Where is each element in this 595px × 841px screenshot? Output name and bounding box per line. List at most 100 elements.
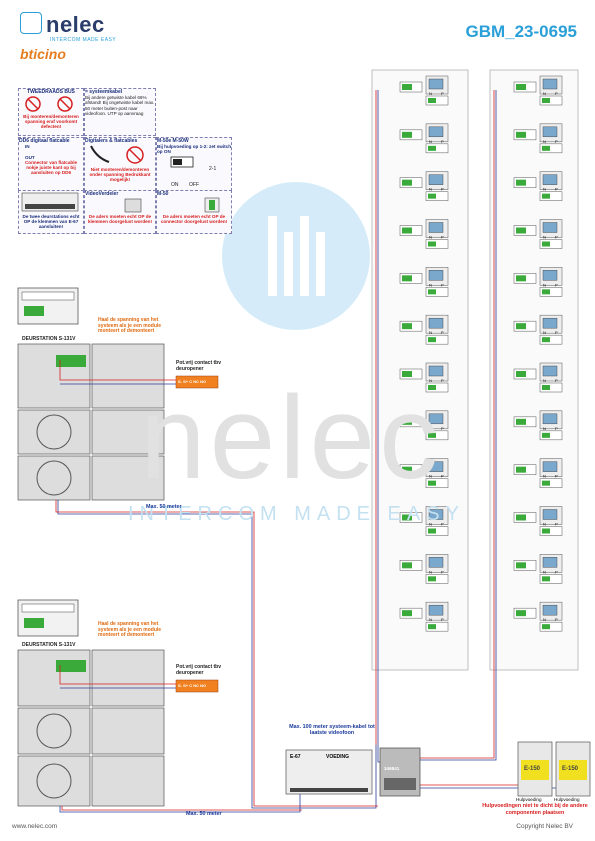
- terminal-n-label: N: [543, 91, 546, 96]
- power-model-label: E-67: [290, 754, 301, 760]
- m50-off-label: OFF: [189, 182, 199, 188]
- m50-21-label: 2-1: [209, 166, 217, 172]
- legend-m50b-box: M-50 De aders moeten echt OP de connecto…: [156, 190, 232, 234]
- terminal-n-label: N: [429, 235, 432, 240]
- legend-video-note: De aders moeten echt OP de klemmen doorg…: [87, 214, 153, 225]
- legend-dd6-out: OUT: [25, 155, 35, 160]
- legend-cable-title: = systeemkabel: [85, 89, 123, 95]
- legend-dd6-note: Connector van flatcable nokje juiste kan…: [24, 160, 78, 176]
- station-2-contact-label: Pot.vrij contact tbv deuropener: [176, 664, 222, 676]
- relay-module-2: [175, 679, 219, 693]
- brand-name: nelec: [46, 12, 105, 37]
- terminal-n-label: N: [543, 330, 546, 335]
- watermark-logo-circle: [222, 182, 370, 330]
- terminal-n-label: N: [543, 569, 546, 574]
- terminal-p-label: P: [555, 474, 558, 479]
- terminal-p-label: P: [441, 139, 444, 144]
- psu-2-model: E-150: [562, 766, 579, 772]
- cable-length-bottom: Max. 50 meter: [186, 811, 222, 817]
- legend-dd6-box: DD6 digitaal flatcable IN OUT Connector …: [18, 137, 84, 191]
- m50-on-label: ON: [171, 182, 179, 188]
- legend-flatcable-note: Niet monteren/demonteren onder spanning …: [89, 167, 151, 183]
- watermark-logo-mark: [268, 216, 325, 296]
- m50-switch-icon: [170, 156, 194, 168]
- terminal-n-label: N: [543, 522, 546, 527]
- terminal-p-label: P: [555, 330, 558, 335]
- footer-copyright: Copyright Nelec BV: [516, 823, 573, 830]
- no-touch-icon: [25, 96, 73, 112]
- door-station-1-panel: [17, 287, 165, 501]
- terminal-p-label: P: [555, 617, 558, 622]
- terminal-p-label: P: [555, 282, 558, 287]
- terminal-p-label: P: [555, 426, 558, 431]
- terminal-p-label: P: [441, 187, 444, 192]
- station-1-terminals: S- S+ C NC NO: [178, 379, 207, 384]
- relay-module-1: [175, 375, 219, 389]
- legend-deur-note: De twee deurstations echt OP de klemmen …: [22, 214, 80, 230]
- terminal-p-label: P: [555, 235, 558, 240]
- power-supply-e67: [285, 749, 373, 795]
- video-distributor-icon: [124, 198, 142, 213]
- flatcable-warning-icon: [90, 145, 144, 164]
- psu-placement-note: Hulpvoedingen niet te dicht bij de ander…: [482, 803, 588, 816]
- terminal-p-label: P: [555, 378, 558, 383]
- brand-logo-icon: [20, 12, 42, 34]
- legend-m50b-note: De aders moeten echt OP de connector doo…: [160, 214, 228, 225]
- terminal-n-label: N: [543, 187, 546, 192]
- terminal-n-label: N: [429, 474, 432, 479]
- riser-column-2: [489, 69, 579, 700]
- legend-cable-box: = systeemkabel Bij andere getwiste kabel…: [84, 88, 156, 136]
- terminal-n-label: N: [429, 617, 432, 622]
- document-id: GBM_23-0695: [465, 22, 577, 41]
- terminal-p-label: P: [555, 139, 558, 144]
- e67-module-icon: [21, 192, 79, 212]
- watermark-brand-text: nelec: [140, 372, 443, 504]
- psu-1-model: E-150: [524, 766, 541, 772]
- psu-2-label: Hulpvoeding: [554, 797, 580, 802]
- terminal-p-label: P: [555, 569, 558, 574]
- brand-tagline: INTERCOM MADE EASY: [50, 37, 117, 43]
- legend-video-title: VideoVerdeler: [85, 191, 119, 197]
- terminal-n-label: N: [429, 330, 432, 335]
- m50-connector-icon: [204, 197, 220, 213]
- terminal-p-label: P: [441, 91, 444, 96]
- legend-m50-title: M-50e M-50W: [157, 138, 189, 144]
- terminal-p-label: P: [441, 569, 444, 574]
- terminal-n-label: N: [543, 474, 546, 479]
- terminal-p-label: P: [555, 522, 558, 527]
- terminal-p-label: P: [441, 282, 444, 287]
- terminal-p-label: P: [441, 474, 444, 479]
- legend-dd6-title: DD6 digitaal flatcable: [19, 138, 70, 144]
- terminal-n-label: N: [429, 426, 432, 431]
- terminal-p-label: P: [441, 522, 444, 527]
- terminal-n-label: N: [429, 569, 432, 574]
- footer-website: www.nelec.com: [12, 823, 58, 830]
- terminal-p-label: P: [441, 617, 444, 622]
- terminal-n-label: N: [429, 282, 432, 287]
- partner-logo: bticino: [20, 46, 66, 62]
- station-1-contact-label: Pot.vrij contact tbv deuropener: [176, 360, 222, 372]
- cable-length-top: Max. 50 meter: [146, 504, 182, 510]
- station-1-label: DEURSTATION S-131V: [22, 336, 76, 342]
